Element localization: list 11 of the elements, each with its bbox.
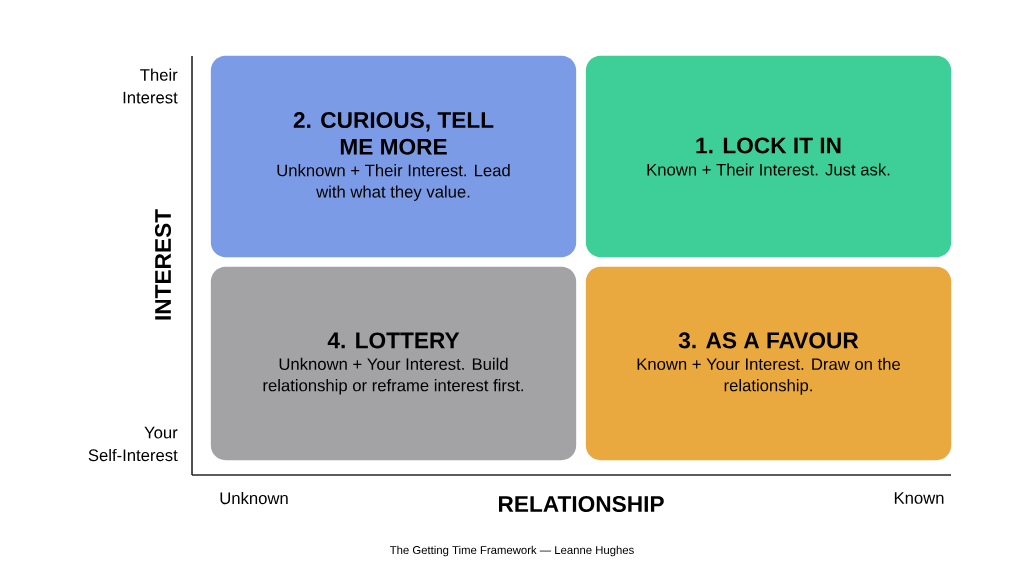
caption: The Getting Time Framework — Leanne Hughes bbox=[389, 545, 634, 557]
axis-end-label: Known bbox=[894, 492, 944, 504]
quadrant-box: 3. AS A FAVOUR Known + Your Interest. Draw on the relationship. bbox=[585, 266, 952, 461]
quadrant-box: 4. LOTTERY Unknown + Your Interest. Build relationship or reframe interest first. bbox=[210, 266, 577, 461]
axis-end-label: Your Self-Interest bbox=[88, 426, 178, 462]
axis-end-label: Their Interest bbox=[123, 68, 178, 104]
axis-end-label: Unknown bbox=[220, 491, 288, 505]
axis-title: INTEREST bbox=[155, 209, 172, 320]
quadrant-box: 2. CURIOUS, TELL ME MORE Unknown + Their Interest. Lead with what they value. bbox=[210, 55, 577, 258]
quadrant-box: 1. LOCK IT IN Known + Their Interest. Just ask. bbox=[585, 55, 952, 258]
axis-title: RELATIONSHIP bbox=[499, 496, 664, 513]
